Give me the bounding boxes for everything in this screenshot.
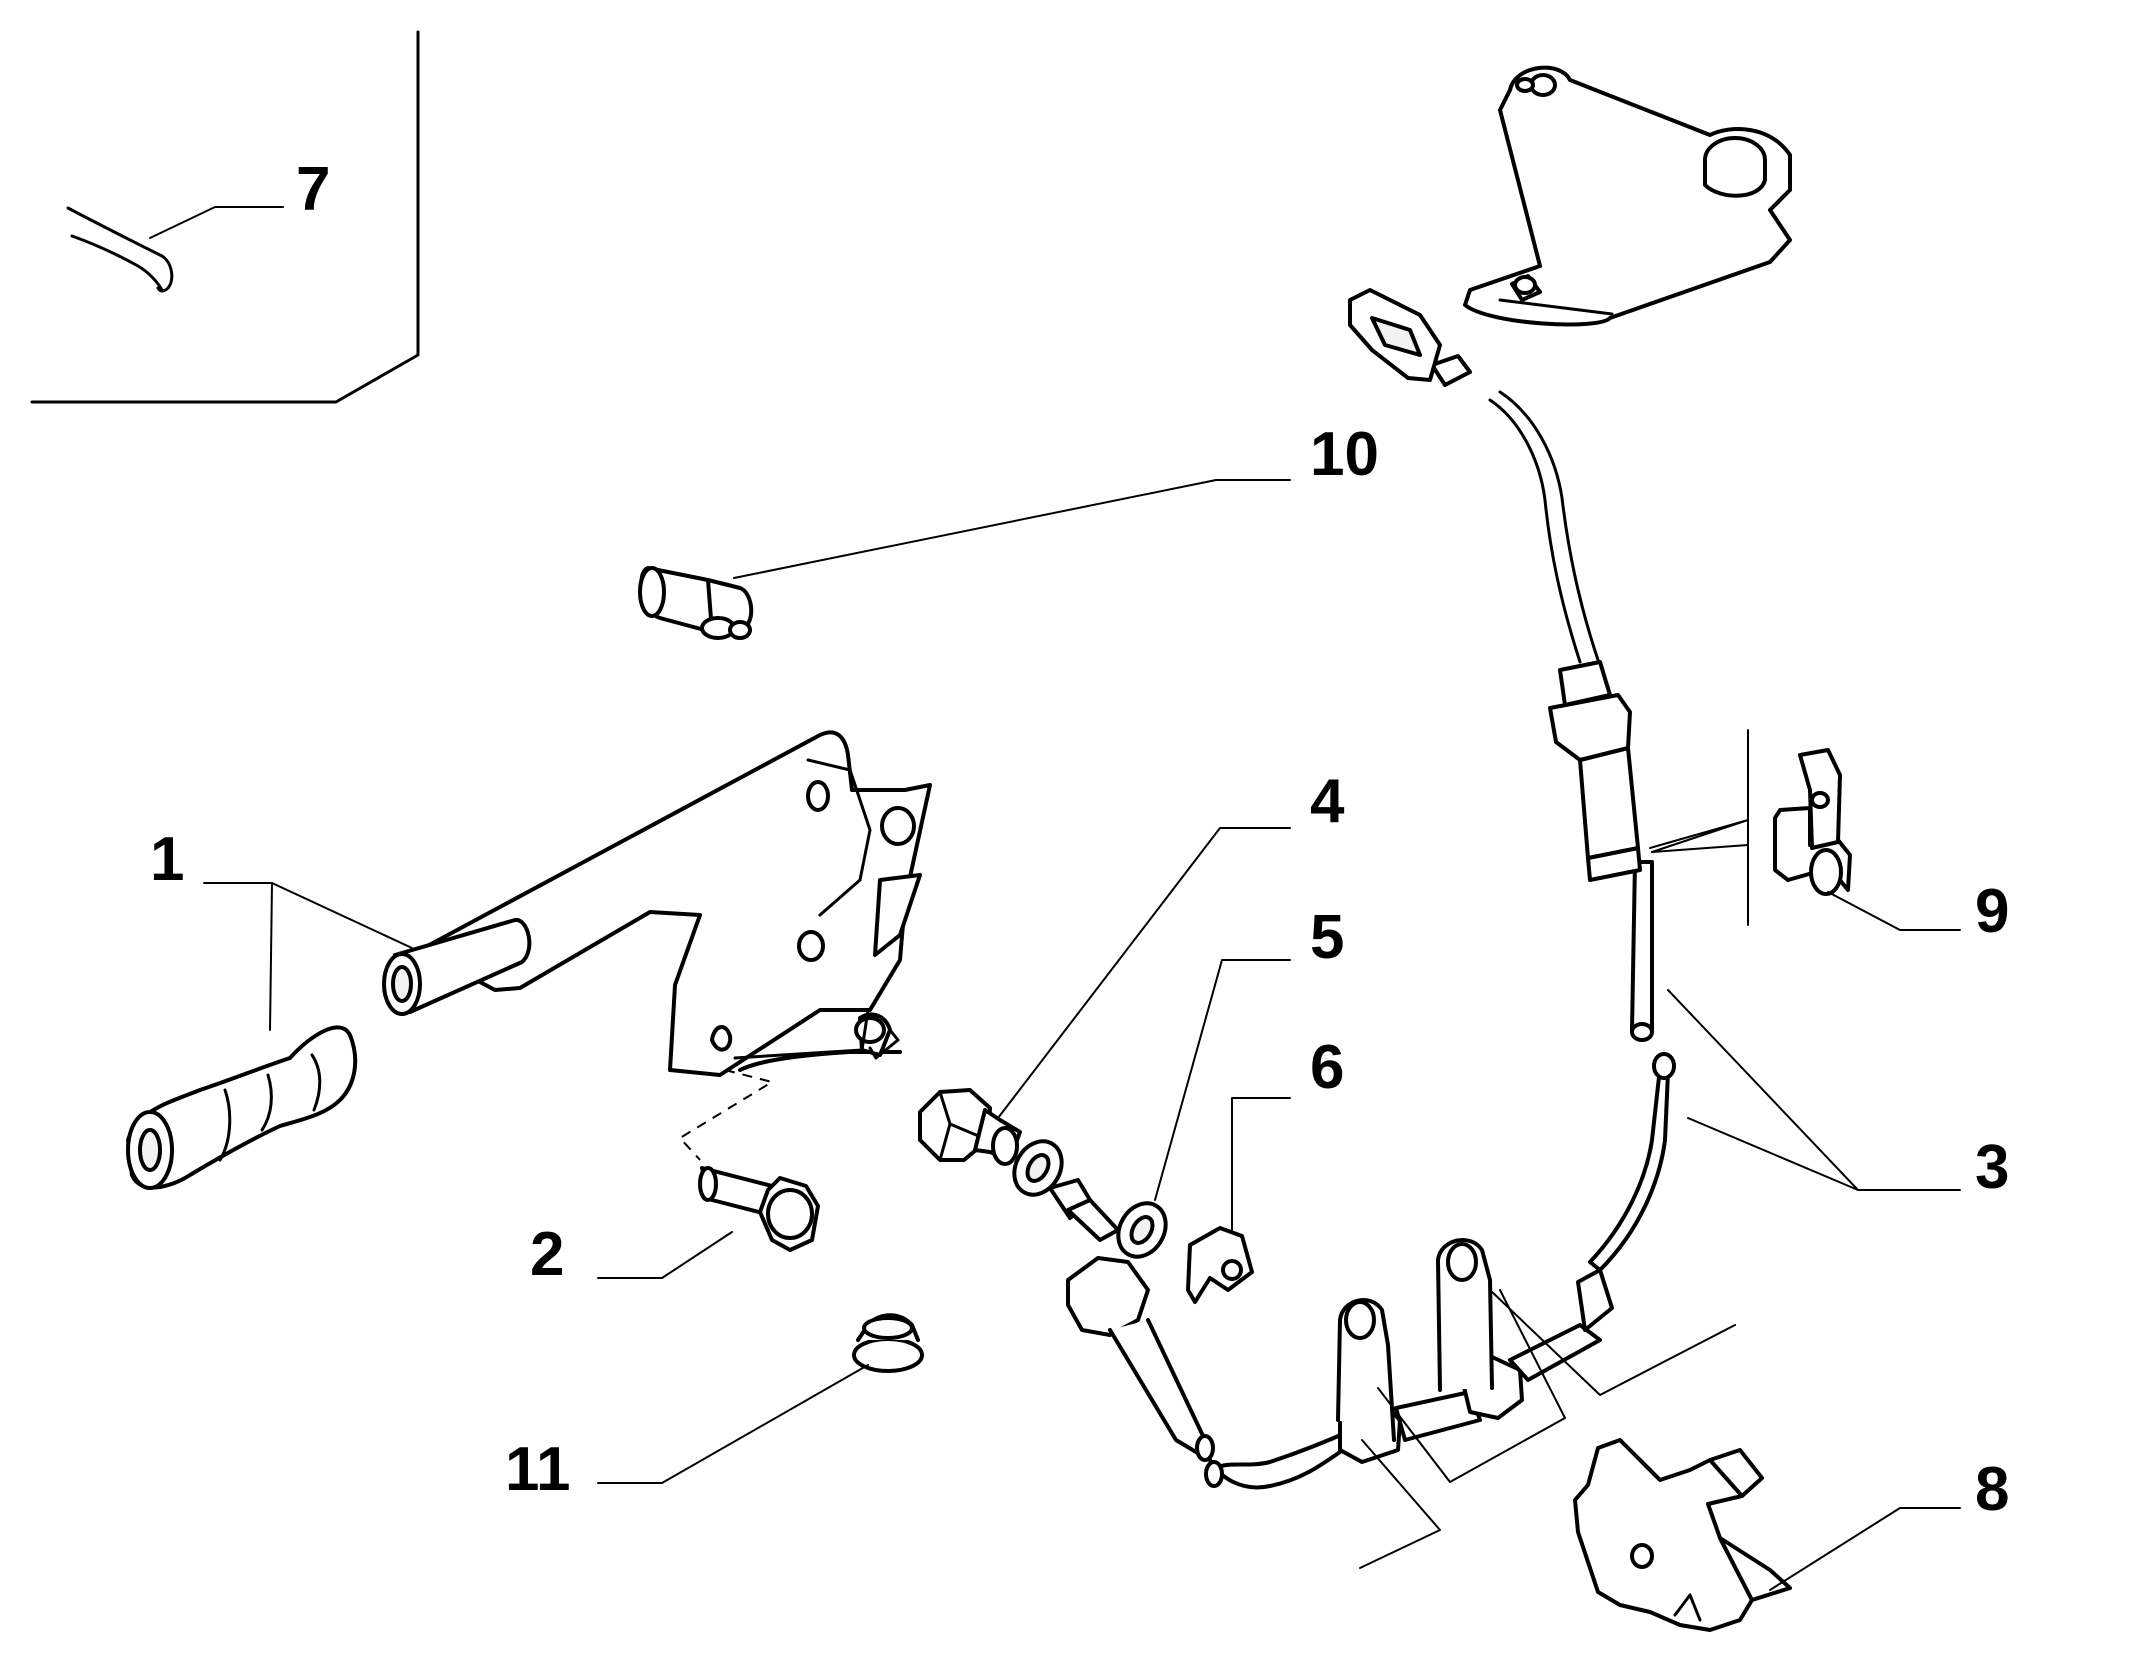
label-6: 6: [1310, 1033, 1344, 1102]
part-9-bracket-clamp: [1773, 748, 1852, 896]
leader-10: [733, 479, 1291, 579]
leader-1a: [203, 882, 413, 949]
relay-lever: [1463, 65, 1792, 327]
part-2-bolt: [698, 1166, 820, 1252]
part-4-hex-bolt: [918, 1088, 1022, 1166]
leader-9: [1827, 891, 1961, 931]
label-5: 5: [1310, 903, 1344, 972]
part-3-brake-cable: [1048, 288, 1676, 1490]
label-9: 9: [1975, 877, 2009, 946]
part-6-clip: [1186, 1226, 1254, 1304]
part-1-handbrake-lever: [126, 730, 932, 1190]
label-10: 10: [1310, 420, 1379, 489]
leader-7: [149, 206, 284, 239]
leader-4: [997, 827, 1291, 1119]
leader-6: [1231, 1097, 1291, 1231]
leader-1b: [269, 882, 273, 1031]
label-7: 7: [296, 155, 330, 224]
assembly-dashed-line: [678, 1069, 775, 1161]
label-3: 3: [1975, 1133, 2009, 1202]
part-10-pin: [638, 566, 754, 640]
part-5-washer: [1116, 1201, 1168, 1259]
bracket-leader-2: [1649, 819, 1749, 853]
label-2: 2: [530, 1220, 564, 1289]
part-11-grommet: [852, 1313, 924, 1373]
leader-5: [1154, 959, 1291, 1201]
inset-detail-frame: 7: [30, 30, 420, 404]
label-1: 1: [150, 825, 184, 894]
label-4: 4: [1310, 767, 1345, 836]
part-7-cable-end: [66, 206, 174, 293]
washer: [1012, 1139, 1064, 1197]
part-8-plate-bracket: [1573, 1438, 1792, 1632]
label-11: 11: [505, 1435, 571, 1504]
leader-2: [597, 1231, 733, 1279]
leader-8: [1769, 1507, 1961, 1591]
clamp-leader-lines-3: [1489, 1289, 1736, 1396]
leader-11: [597, 1364, 869, 1484]
leader-3a: [1667, 989, 1961, 1191]
leader-3b: [1687, 1117, 1859, 1191]
clamp-leader-lines-2: [1359, 1439, 1441, 1569]
label-8: 8: [1975, 1455, 2009, 1524]
clamp-leader-lines: [1377, 1289, 1566, 1483]
